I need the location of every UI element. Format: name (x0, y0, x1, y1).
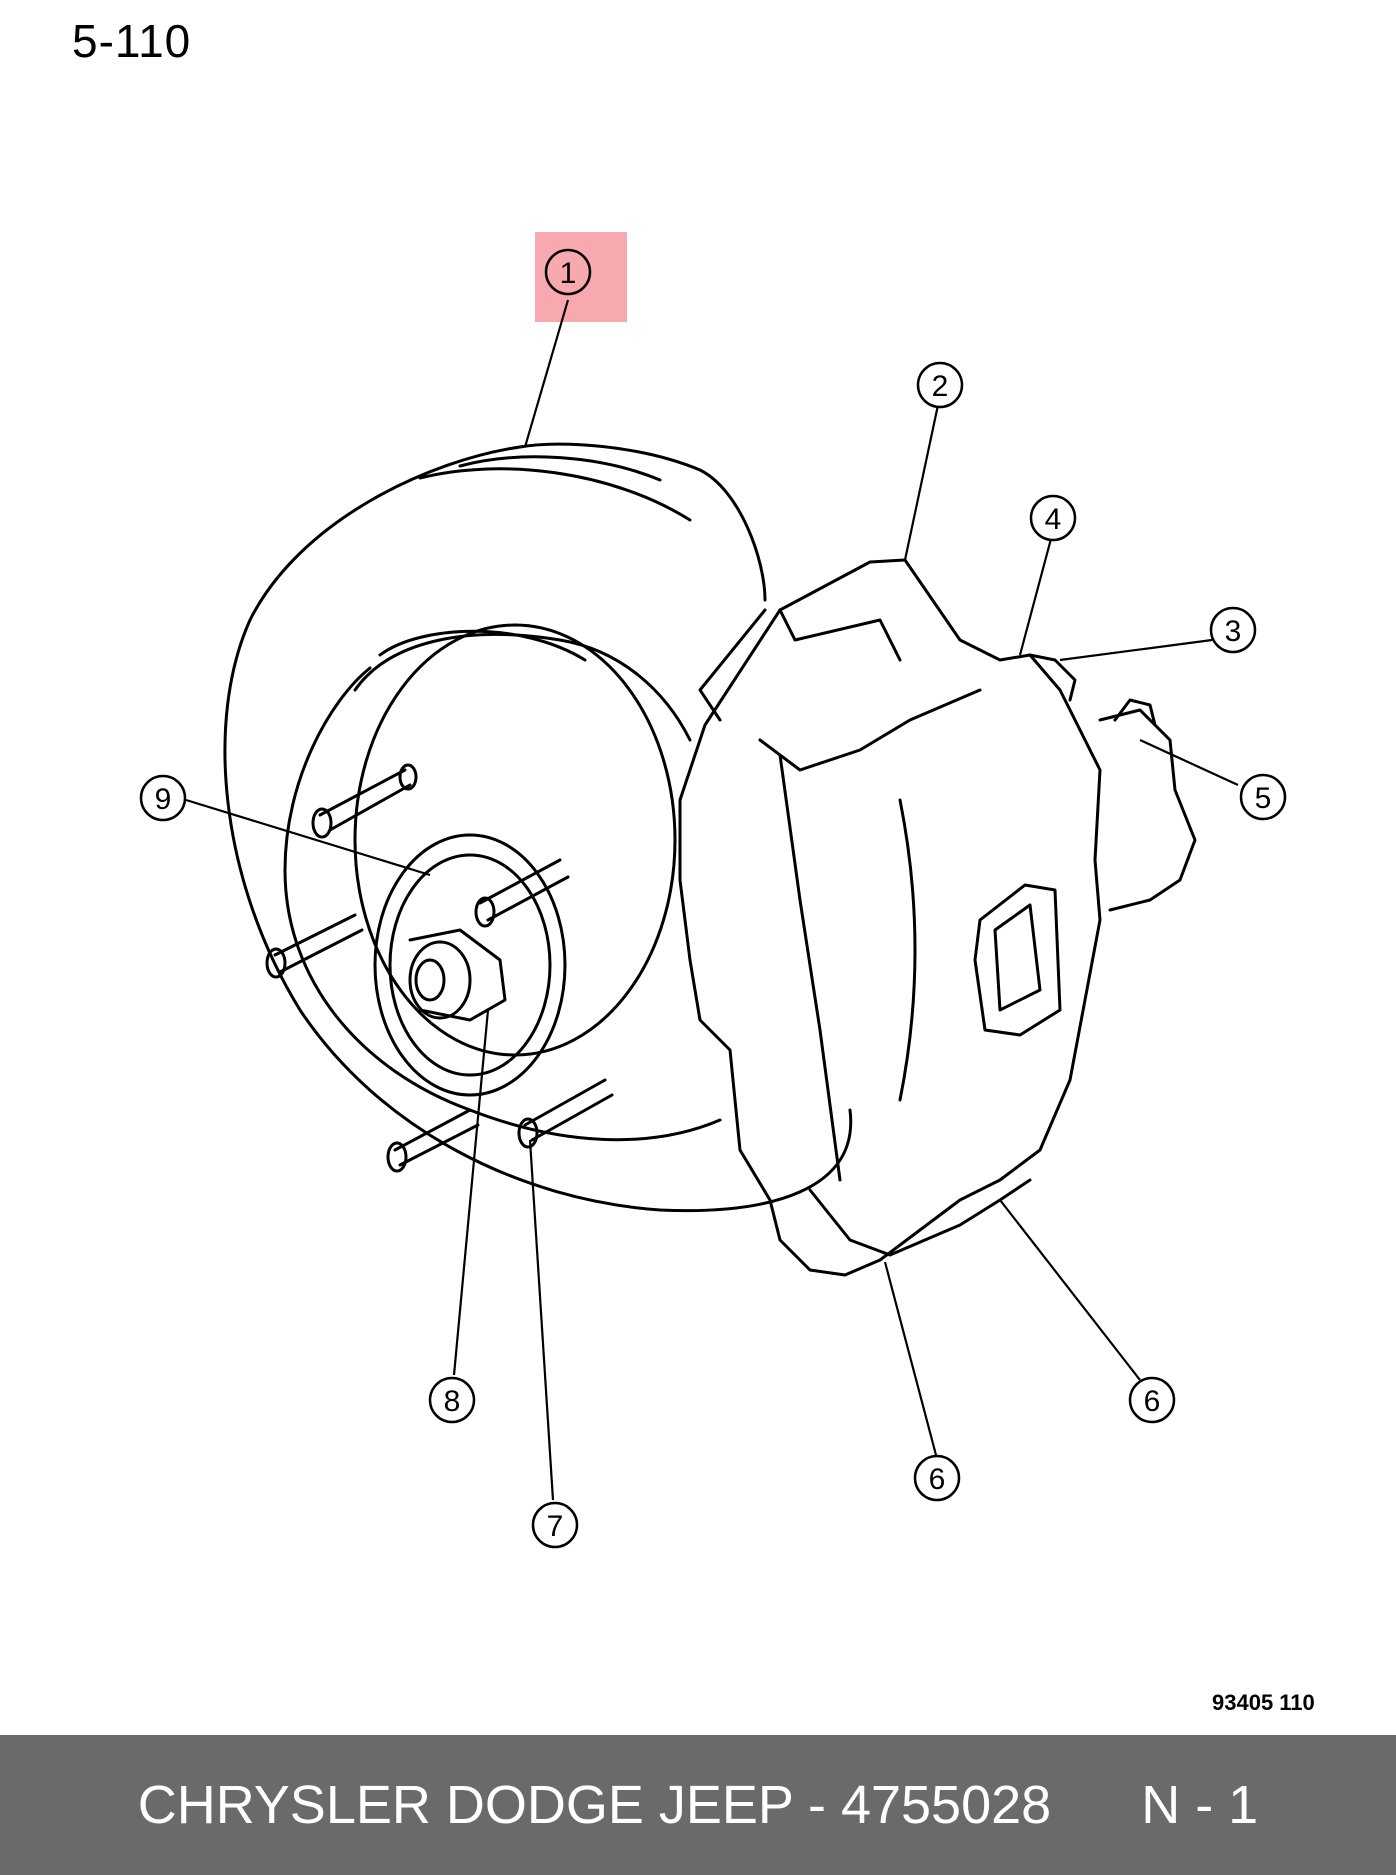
callout-1-label: 1 (560, 257, 577, 290)
callout-4-label: 4 (1045, 503, 1062, 536)
brake-assembly-diagram: 1 2 3 4 5 6 6 7 8 9 (139, 232, 1287, 1549)
callout-6b-label: 6 (929, 1463, 946, 1496)
callout-6a-label: 6 (1144, 1385, 1161, 1418)
callout-9 (139, 774, 187, 822)
callout-9-label: 9 (155, 783, 172, 816)
callout-8-label: 8 (444, 1385, 461, 1418)
callout-6a (1128, 1376, 1176, 1424)
bracket (808, 1178, 1032, 1257)
figure-code: 93405 110 (1212, 1690, 1315, 1715)
callout-7 (531, 1501, 579, 1549)
page-label: 5-110 (72, 15, 192, 67)
callout-7-label: 7 (547, 1510, 564, 1543)
callout-5-label: 5 (1255, 782, 1272, 815)
callout-5 (1239, 773, 1287, 821)
spindle (408, 940, 472, 1020)
callout-3 (1209, 606, 1257, 654)
hub-flange (373, 833, 567, 1097)
rotor-outline (223, 445, 853, 1213)
callout-2-label: 2 (932, 370, 949, 403)
callout-4 (1029, 494, 1077, 542)
caliper (678, 558, 1197, 1277)
footer-bar: CHRYSLER DODGE JEEP - 4755028 N - 1 (0, 1735, 1396, 1875)
footer-part-text: CHRYSLER DODGE JEEP - 4755028 N - 1 (137, 1775, 1259, 1835)
callout-1-highlight (535, 232, 627, 322)
callout-2 (916, 361, 964, 409)
callout-8 (428, 1376, 476, 1424)
callout-1 (544, 248, 592, 296)
rotor-face (283, 666, 722, 1142)
wheel-studs (265, 763, 614, 1173)
hub-outer (353, 623, 677, 1057)
callout-3-label: 3 (1225, 615, 1242, 648)
callout-6b (913, 1454, 961, 1502)
